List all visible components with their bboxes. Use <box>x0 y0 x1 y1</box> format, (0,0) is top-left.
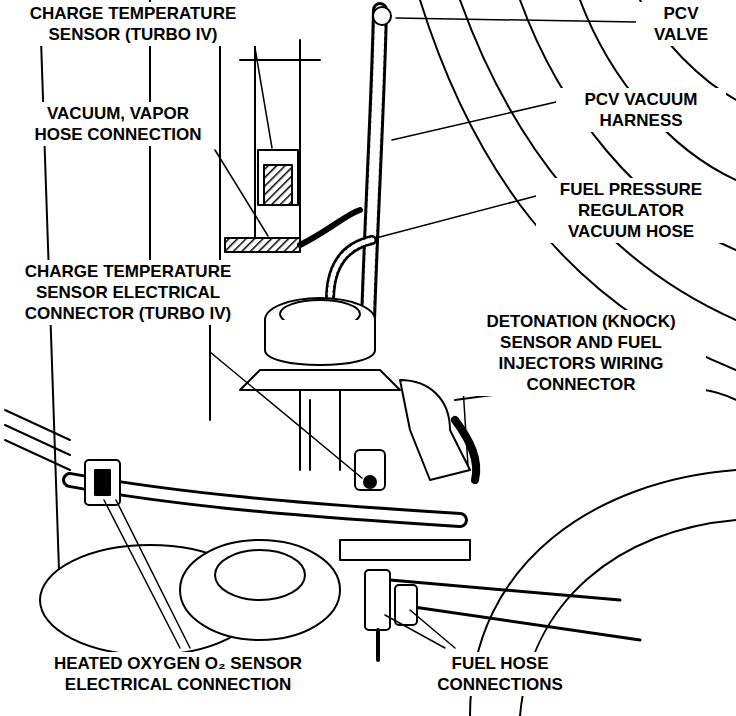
part-label: CHARGE TEMPERATURE SENSOR ELECTRICAL CON… <box>8 260 248 325</box>
part-label: PCV VACUUM HARNESS <box>556 88 726 132</box>
part-label: HEATED OXYGEN O₂ SENSOR ELECTRICAL CONNE… <box>8 652 348 696</box>
part-label: PCV VALVE <box>636 2 726 46</box>
part-label: DETONATION (KNOCK) SENSOR AND FUEL INJEC… <box>456 310 706 396</box>
part-label: VACUUM, VAPOR HOSE CONNECTION <box>18 102 218 146</box>
part-label: FUEL HOSE CONNECTIONS <box>400 652 600 696</box>
part-label: FUEL PRESSURE REGULATOR VACUUM HOSE <box>536 178 726 243</box>
part-label: CHARGE TEMPERATURE SENSOR (TURBO IV) <box>8 2 258 46</box>
